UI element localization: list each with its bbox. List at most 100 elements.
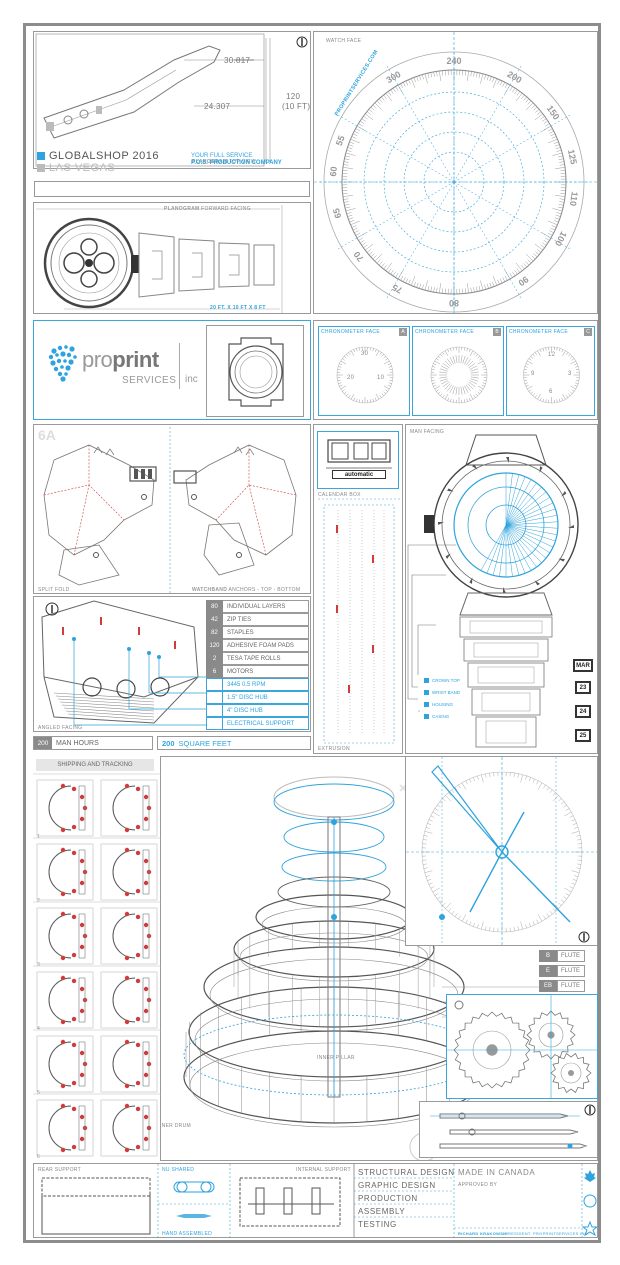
chrono-tick <box>383 356 386 359</box>
dial-tick <box>425 827 430 829</box>
chrono-inner-tick <box>465 384 471 392</box>
dial-tick <box>473 777 475 782</box>
gear-small-hub <box>560 1062 582 1084</box>
chrono-inner-tick <box>464 385 469 393</box>
chrono-tick <box>477 356 480 359</box>
planogram-front-size: 20 FT. X 10 FT X 8 FT <box>210 305 266 311</box>
logo-drawing <box>48 345 77 382</box>
watch-tick <box>359 120 365 124</box>
sqft-number: 200 <box>162 738 175 748</box>
watch-tick <box>345 208 356 212</box>
ship-row-number: 1 <box>37 834 40 840</box>
ship-dot <box>143 986 149 992</box>
chrono-tick <box>337 379 341 382</box>
ship-dot <box>60 975 66 981</box>
watch-tick <box>547 232 553 236</box>
angled-layer <box>57 698 155 706</box>
hands-drawing <box>430 1104 596 1149</box>
dial-tick <box>529 777 531 782</box>
angled-layer <box>59 701 155 709</box>
watch-tick <box>543 120 549 124</box>
ship-dot <box>79 1114 85 1120</box>
manfacing-panel: MAN FACING CROWN TOP WRIST BAND HOUSING … <box>405 424 598 754</box>
planogram-front-label: PLANOGRAM FORWARD FACING <box>164 206 251 212</box>
logo-dot <box>73 355 77 359</box>
dial-tick <box>437 804 441 808</box>
watch-tick <box>348 217 354 220</box>
ship-dot <box>124 1039 130 1045</box>
watch-tick <box>531 104 536 109</box>
chrono-tick <box>350 350 355 357</box>
chronometer-c-n2: 9 <box>531 371 535 377</box>
watch-ray <box>499 524 507 577</box>
chrono-tick <box>568 354 571 357</box>
logo-dot <box>65 365 71 371</box>
watch-tick <box>547 128 553 132</box>
watch-tick <box>376 259 381 264</box>
chrono-inner-tick <box>439 376 448 379</box>
chrono-tick <box>574 384 578 387</box>
watch-tick <box>419 75 422 81</box>
ship-cell <box>100 971 158 1029</box>
ship-strip <box>142 977 150 1023</box>
watch-tick <box>499 278 503 284</box>
watch-number: 100 <box>553 230 569 248</box>
ship-dot <box>143 944 149 950</box>
watch-tick <box>502 277 506 282</box>
automatic-badge: automatic <box>332 470 386 479</box>
ship-dot <box>124 975 130 981</box>
chrono-tick <box>440 354 443 357</box>
chrono-tick <box>556 347 558 351</box>
legend-band-marker <box>424 690 429 695</box>
angled-layer <box>61 704 155 712</box>
watch-ray <box>505 524 551 554</box>
dial-tick <box>546 787 550 791</box>
dial-tick <box>552 792 556 796</box>
chrono-tick <box>350 393 355 400</box>
watch-tick <box>548 138 558 144</box>
chrono-tick <box>524 379 528 382</box>
watch-radial <box>336 114 455 183</box>
chrono-tick <box>575 366 579 368</box>
chrono-inner-tick <box>439 371 448 374</box>
ship-dot <box>79 944 85 950</box>
dial-tick <box>537 914 543 922</box>
chrono-tick <box>530 391 534 394</box>
chrono-tick <box>561 349 564 353</box>
watch-tick <box>545 123 550 127</box>
nu-shared-label: NU SHARED <box>162 1167 195 1173</box>
watch-tick <box>527 259 532 264</box>
ship-dot <box>143 794 149 800</box>
calendar-box-drawing <box>326 439 392 469</box>
angled-leaders <box>73 639 206 726</box>
dial-tick <box>423 835 428 837</box>
dial-tick <box>536 780 539 785</box>
watch-tick <box>350 138 360 144</box>
dial-hand-hour <box>431 765 503 853</box>
chrono-tick <box>450 398 452 402</box>
watch-tick <box>552 208 563 212</box>
watch-radial <box>453 181 522 300</box>
watch-ray <box>505 502 554 526</box>
chrono-inner-tick <box>455 386 458 395</box>
watch-tick <box>557 155 563 158</box>
ship-strip <box>78 1041 86 1087</box>
ship-cell <box>36 1099 94 1157</box>
date-24: 24 <box>575 705 591 718</box>
watch-marker <box>506 456 509 463</box>
chrono-tick <box>447 349 450 353</box>
chrono-tick <box>344 391 347 394</box>
watch-ray <box>505 524 520 576</box>
watch-tick <box>555 147 561 150</box>
ship-strip <box>78 849 86 895</box>
watch-tick <box>354 230 359 234</box>
watch-tick <box>549 130 554 134</box>
dial-tick <box>552 795 559 802</box>
inner-drum-label: INNER DRUM <box>156 1123 191 1129</box>
watch-number: 200 <box>505 69 523 85</box>
chrono-tick <box>348 352 351 355</box>
dial-tick <box>454 913 458 917</box>
date-25: 25 <box>575 729 591 742</box>
